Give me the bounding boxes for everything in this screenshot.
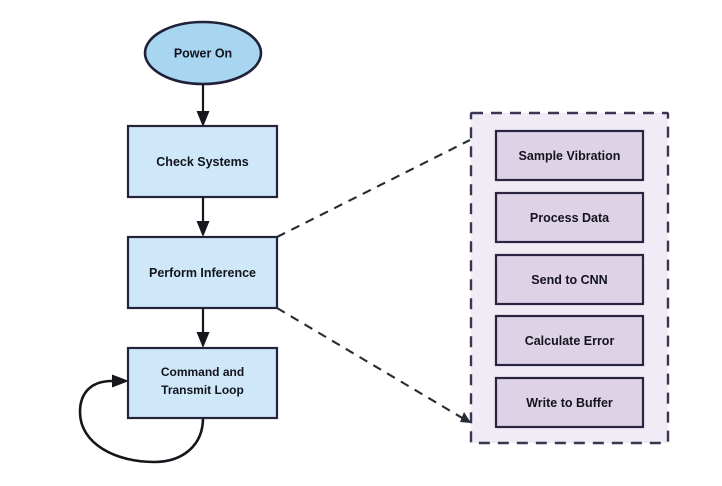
self-loop-path	[78, 379, 205, 464]
node-command-and-transmit-loop[interactable]: Command and Transmit Loop	[126, 346, 279, 420]
subtask-send-to-cnn[interactable]: Send to CNN	[494, 253, 645, 306]
node-label-check-systems: Check Systems	[156, 155, 248, 169]
dashed-line-top	[276, 139, 471, 238]
connector-power-on-to-check-systems	[196, 84, 210, 127]
subtask-sample-vibration[interactable]: Sample Vibration	[494, 129, 645, 182]
node-power-on[interactable]: Power On	[143, 20, 263, 86]
self-loop-arrowhead	[112, 374, 129, 388]
node-check-systems[interactable]: Check Systems	[126, 124, 279, 199]
connector-arrowhead	[196, 332, 210, 348]
process-box-shape	[126, 124, 279, 199]
node-perform-inference[interactable]: Perform Inference	[126, 235, 279, 310]
connector-perform-inference-to-command-loop	[196, 308, 210, 348]
expansion-connector-top	[276, 139, 471, 238]
subtask-label-calculate-error: Calculate Error	[525, 334, 615, 348]
node-label-command-line1: Command and	[161, 365, 244, 379]
expansion-connector-bottom	[276, 307, 471, 423]
subtask-process-data[interactable]: Process Data	[494, 191, 645, 244]
subtask-label-send-to-cnn: Send to CNN	[531, 273, 607, 287]
subtask-label-write-to-buffer: Write to Buffer	[526, 396, 613, 410]
subtask-box	[494, 191, 645, 244]
subtask-box	[494, 129, 645, 182]
subtask-box	[494, 253, 645, 306]
connector-arrowhead	[196, 111, 210, 127]
subtask-calculate-error[interactable]: Calculate Error	[494, 314, 645, 367]
node-label-power-on: Power On	[174, 46, 232, 60]
dashed-arrowhead	[460, 412, 471, 423]
node-label-perform-inference: Perform Inference	[149, 266, 256, 280]
subtask-label-process-data: Process Data	[530, 211, 610, 225]
connector-check-systems-to-perform-inference	[196, 197, 210, 237]
node-label-command-line2: Transmit Loop	[161, 383, 244, 397]
process-box-shape	[126, 235, 279, 310]
subtask-box	[494, 314, 645, 367]
process-box-shape	[126, 346, 279, 420]
subtask-label-sample-vibration: Sample Vibration	[519, 149, 621, 163]
connector-arrowhead	[196, 221, 210, 237]
subtask-write-to-buffer[interactable]: Write to Buffer	[494, 376, 645, 429]
connector-command-loop-self-loop	[78, 374, 205, 464]
dashed-line-bottom	[276, 307, 465, 420]
subtask-box	[494, 376, 645, 429]
inference-detail-group[interactable]: Sample Vibration Process Data Send to CN…	[469, 111, 670, 445]
